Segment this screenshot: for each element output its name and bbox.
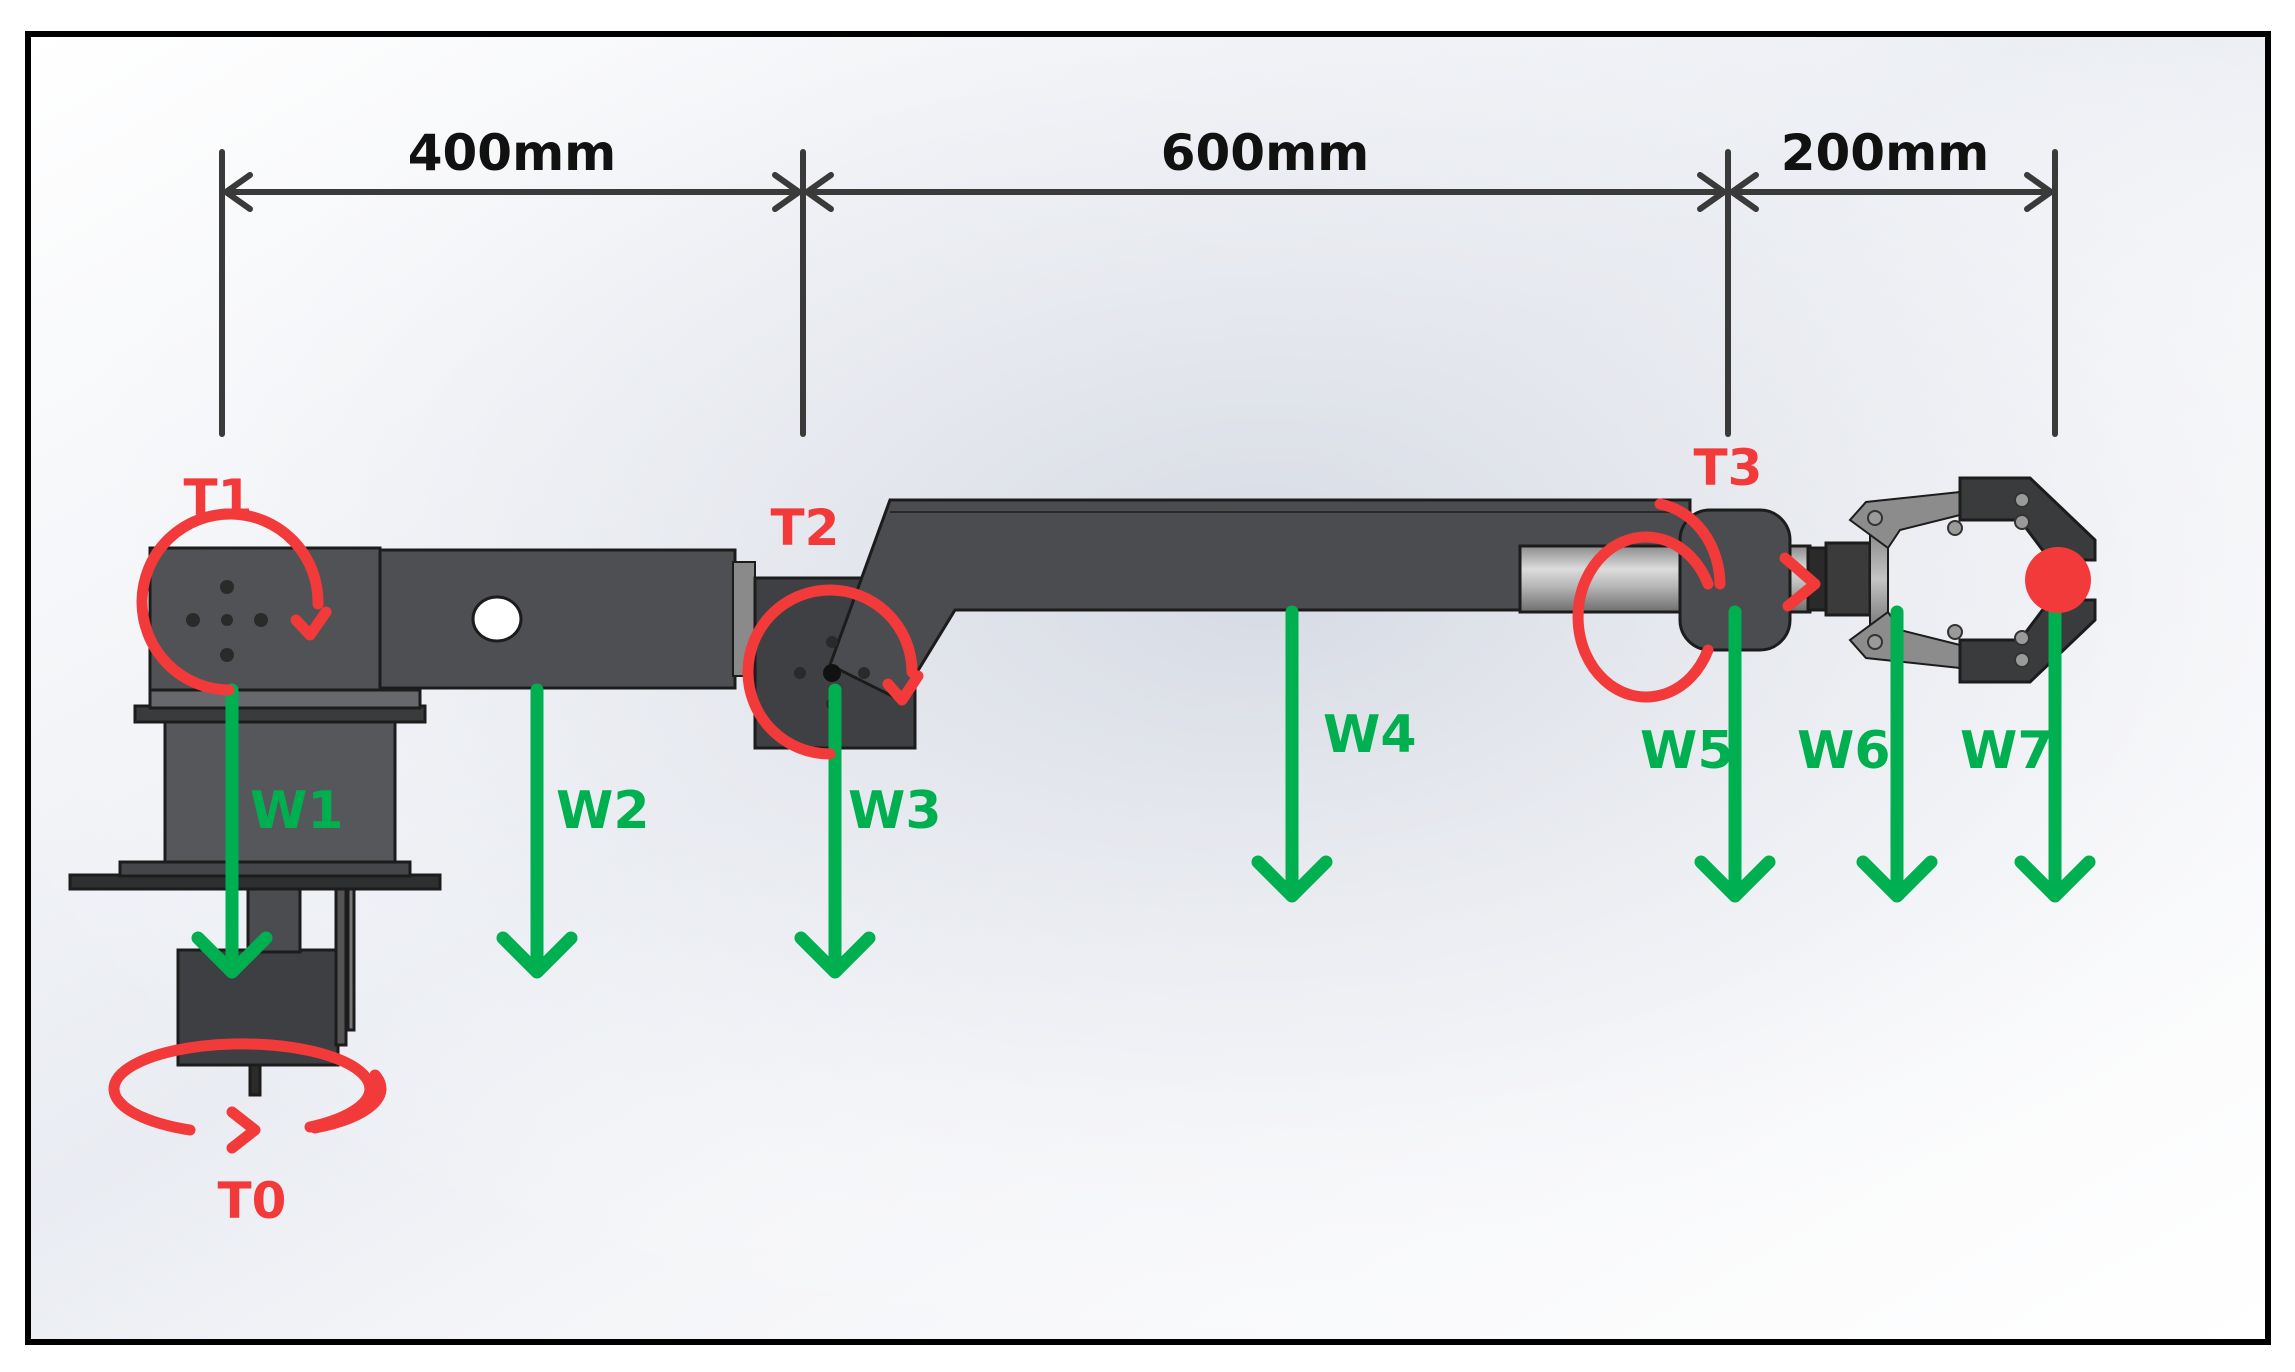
weight-arrow-w7 <box>2014 605 2096 903</box>
base-turntable <box>148 688 422 710</box>
weight-arrow-w1 <box>191 683 273 979</box>
dimension-label-600: 600mm <box>1161 124 1370 182</box>
weight-label-w6: W6 <box>1797 721 1891 781</box>
torque-label-t2: T2 <box>771 499 840 557</box>
weight-label-w2: W2 <box>556 781 650 841</box>
torque-arrow-t2 <box>742 584 924 760</box>
weight-label-w1: W1 <box>250 781 344 841</box>
base-housing <box>163 718 397 864</box>
weight-label-w7: W7 <box>1960 721 2054 781</box>
base-support-rib <box>346 878 356 1032</box>
joint-holes <box>186 580 870 710</box>
weight-arrow-w5 <box>1694 605 1776 903</box>
base-shaft <box>248 1063 262 1097</box>
weight-arrow-w4 <box>1251 605 1333 903</box>
weight-arrow-w6 <box>1856 605 1938 903</box>
weight-label-w5: W5 <box>1640 721 1734 781</box>
torque-arrows <box>108 498 1821 1154</box>
dimension-lines <box>219 149 2058 437</box>
weight-arrow-w3 <box>794 683 876 979</box>
torque-label-t0: T0 <box>218 1172 287 1230</box>
weight-arrow-w2 <box>496 683 578 979</box>
base-bottom-flange <box>118 860 412 878</box>
dimension-label-200: 200mm <box>1781 124 1990 182</box>
base-support-plate <box>334 878 348 1047</box>
gripper-mount <box>1824 541 1872 617</box>
upper-arm-link <box>378 548 737 690</box>
gripper-screws <box>1867 492 2030 668</box>
image-frame <box>25 31 2271 1345</box>
weight-label-w4: W4 <box>1323 705 1417 765</box>
weight-arrows <box>191 605 2096 979</box>
torque-label-t1: T1 <box>184 469 253 527</box>
dimension-label-400: 400mm <box>408 124 617 182</box>
end-effector-point <box>2025 547 2091 613</box>
torque-label-t3: T3 <box>1694 439 1763 497</box>
torque-arrow-t1 <box>136 508 332 696</box>
weight-label-w3: W3 <box>848 781 942 841</box>
torque-arrow-t3 <box>1572 498 1821 703</box>
upper-arm-hole <box>471 595 523 643</box>
torque-arrow-t0 <box>108 1038 387 1154</box>
